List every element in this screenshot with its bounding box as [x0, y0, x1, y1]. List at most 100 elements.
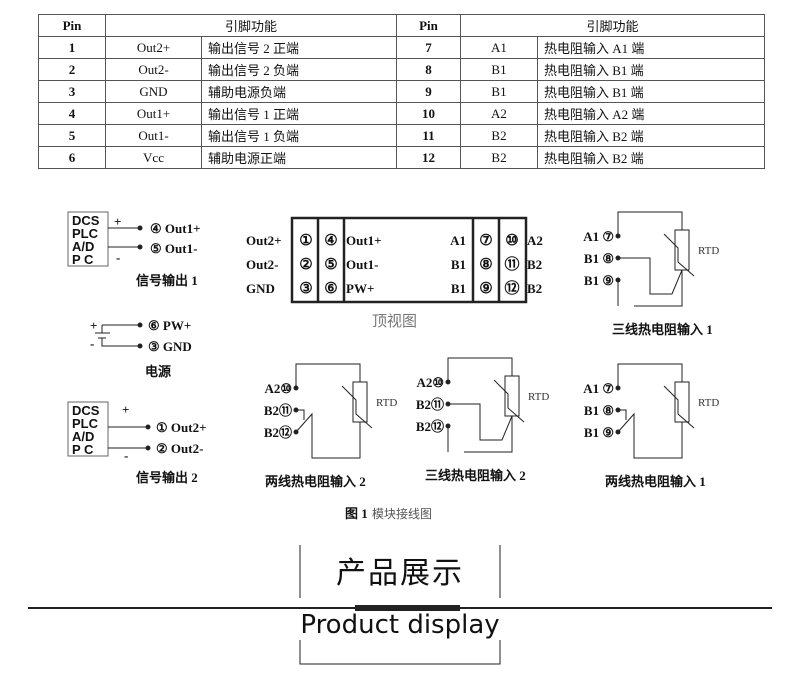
cell-pin: 1	[38, 36, 106, 59]
cell-desc2: 热电阻输入 A2 端	[537, 102, 765, 125]
top-view-col3-0: ⑦	[479, 233, 492, 249]
top-view-right-2: B2	[527, 281, 542, 296]
rtd-caption: 三线热电阻输入 1	[612, 322, 713, 337]
rtd-three-wire-2: A2⑩ B2⑪ B2⑫ RTD 三线热电阻输入 2	[416, 357, 549, 483]
label-plc: PLC	[72, 226, 99, 241]
label-dcs: DCS	[72, 403, 100, 418]
top-view-col1-2: ③	[299, 281, 312, 297]
product-title-en: Product display	[300, 610, 500, 640]
rtd-label: RTD	[698, 245, 719, 257]
cell-pin2: 10	[396, 102, 461, 125]
gnd-label: ③ GND	[148, 339, 192, 354]
cell-desc2: 热电阻输入 B2 端	[537, 124, 765, 147]
label-dcs: DCS	[72, 213, 100, 228]
cell-pin: 5	[38, 124, 106, 147]
rtd-pin-label: B2⑫	[264, 425, 292, 440]
rtd-pin-label: B2⑪	[264, 403, 292, 418]
label-ad: A/D	[72, 239, 94, 254]
cell-name: Out2-	[105, 58, 202, 81]
minus-sign: -	[116, 250, 120, 265]
rtd-pin-label: A2⑩	[264, 381, 292, 396]
rtd-label: RTD	[376, 397, 397, 409]
label-pc: P C	[72, 442, 94, 457]
top-view-col2-0: ④	[324, 233, 337, 249]
cell-pin2: 12	[396, 146, 461, 169]
cell-name2: B2	[460, 146, 538, 169]
cell-desc: 辅助电源正端	[201, 146, 397, 169]
top-view-caption: 顶视图	[372, 313, 417, 330]
product-title-cn: 产品展示	[336, 556, 464, 591]
cell-desc: 输出信号 2 负端	[201, 58, 397, 81]
label-pc: P C	[72, 252, 94, 267]
top-view-inner-left-0: Out1+	[346, 233, 382, 248]
top-view-left-2: GND	[246, 281, 275, 296]
top-view-col1-0: ①	[299, 233, 312, 249]
top-view-col3-1: ⑧	[479, 257, 492, 273]
plus-sign: +	[122, 402, 129, 417]
pw-plus-label: ⑥ PW+	[148, 318, 191, 333]
cell-name: Vcc	[105, 146, 202, 169]
cell-desc2: 热电阻输入 A1 端	[537, 36, 765, 59]
cell-desc: 辅助电源负端	[201, 80, 397, 103]
rtd-pin-label: B2⑫	[416, 419, 444, 434]
cell-name: Out2+	[105, 36, 202, 59]
power-supply: + - ⑥ PW+ ③ GND 电源	[90, 318, 192, 379]
top-view-col4-1: ⑪	[504, 255, 519, 273]
out2-caption: 信号输出 2	[136, 470, 198, 485]
power-caption: 电源	[145, 364, 171, 379]
top-view-col1-1: ②	[299, 257, 312, 273]
cell-name2: A2	[460, 102, 538, 125]
figure-number: 图 1	[345, 506, 368, 521]
cell-pin2: 8	[396, 58, 461, 81]
cell-pin: 4	[38, 102, 106, 125]
top-view-inner-right-0: A1	[450, 233, 466, 248]
cell-desc: 输出信号 1 负端	[201, 124, 397, 147]
cell-pin2: 7	[396, 36, 461, 59]
cell-name: GND	[105, 80, 202, 103]
cell-pin2: 11	[396, 124, 461, 147]
cell-name2: B1	[460, 58, 538, 81]
header-pin-2: Pin	[396, 14, 461, 37]
top-view-right-0: A2	[527, 233, 543, 248]
rtd-pin-label: A2⑩	[416, 375, 444, 390]
rtd-label: RTD	[698, 397, 719, 409]
top-view-inner-left-2: PW+	[346, 281, 374, 296]
out1-minus-label: ⑤ Out1-	[150, 241, 197, 256]
cell-desc: 输出信号 2 正端	[201, 36, 397, 59]
out2-plus-label: ① Out2+	[156, 420, 206, 435]
top-view-col2-1: ⑤	[324, 257, 337, 273]
out1-plus-label: ④ Out1+	[150, 221, 200, 236]
out1-caption: 信号输出 1	[136, 273, 198, 288]
cell-pin2: 9	[396, 80, 461, 103]
product-banner-frame	[28, 545, 772, 665]
rtd-label: RTD	[528, 391, 549, 403]
minus-sign: -	[124, 448, 128, 463]
top-view-inner-left-1: Out1-	[346, 257, 379, 272]
top-view-left-1: Out2-	[246, 257, 279, 272]
rtd-pin-label: A1 ⑦	[583, 229, 614, 244]
cell-desc: 输出信号 1 正端	[201, 102, 397, 125]
rtd-pin-label: B1 ⑨	[584, 273, 614, 288]
header-function-2: 引脚功能	[460, 14, 765, 37]
top-view-inner-right-2: B1	[451, 281, 466, 296]
wiring-diagram: DCS PLC A/D P C + - ④ Out1+ ⑤ Out1- 信号输出…	[67, 211, 719, 521]
plus-sign: +	[90, 318, 97, 333]
cell-pin: 6	[38, 146, 106, 169]
cell-desc2: 热电阻输入 B2 端	[537, 146, 765, 169]
cell-desc2: 热电阻输入 B1 端	[537, 80, 765, 103]
out2-minus-label: ② Out2-	[156, 441, 203, 456]
rtd-pin-label: B1 ⑧	[584, 251, 614, 266]
rtd-pin-label: B2⑪	[416, 397, 444, 412]
top-view-right-1: B2	[527, 257, 542, 272]
rtd-caption: 三线热电阻输入 2	[425, 468, 526, 483]
plus-sign: +	[114, 214, 121, 229]
